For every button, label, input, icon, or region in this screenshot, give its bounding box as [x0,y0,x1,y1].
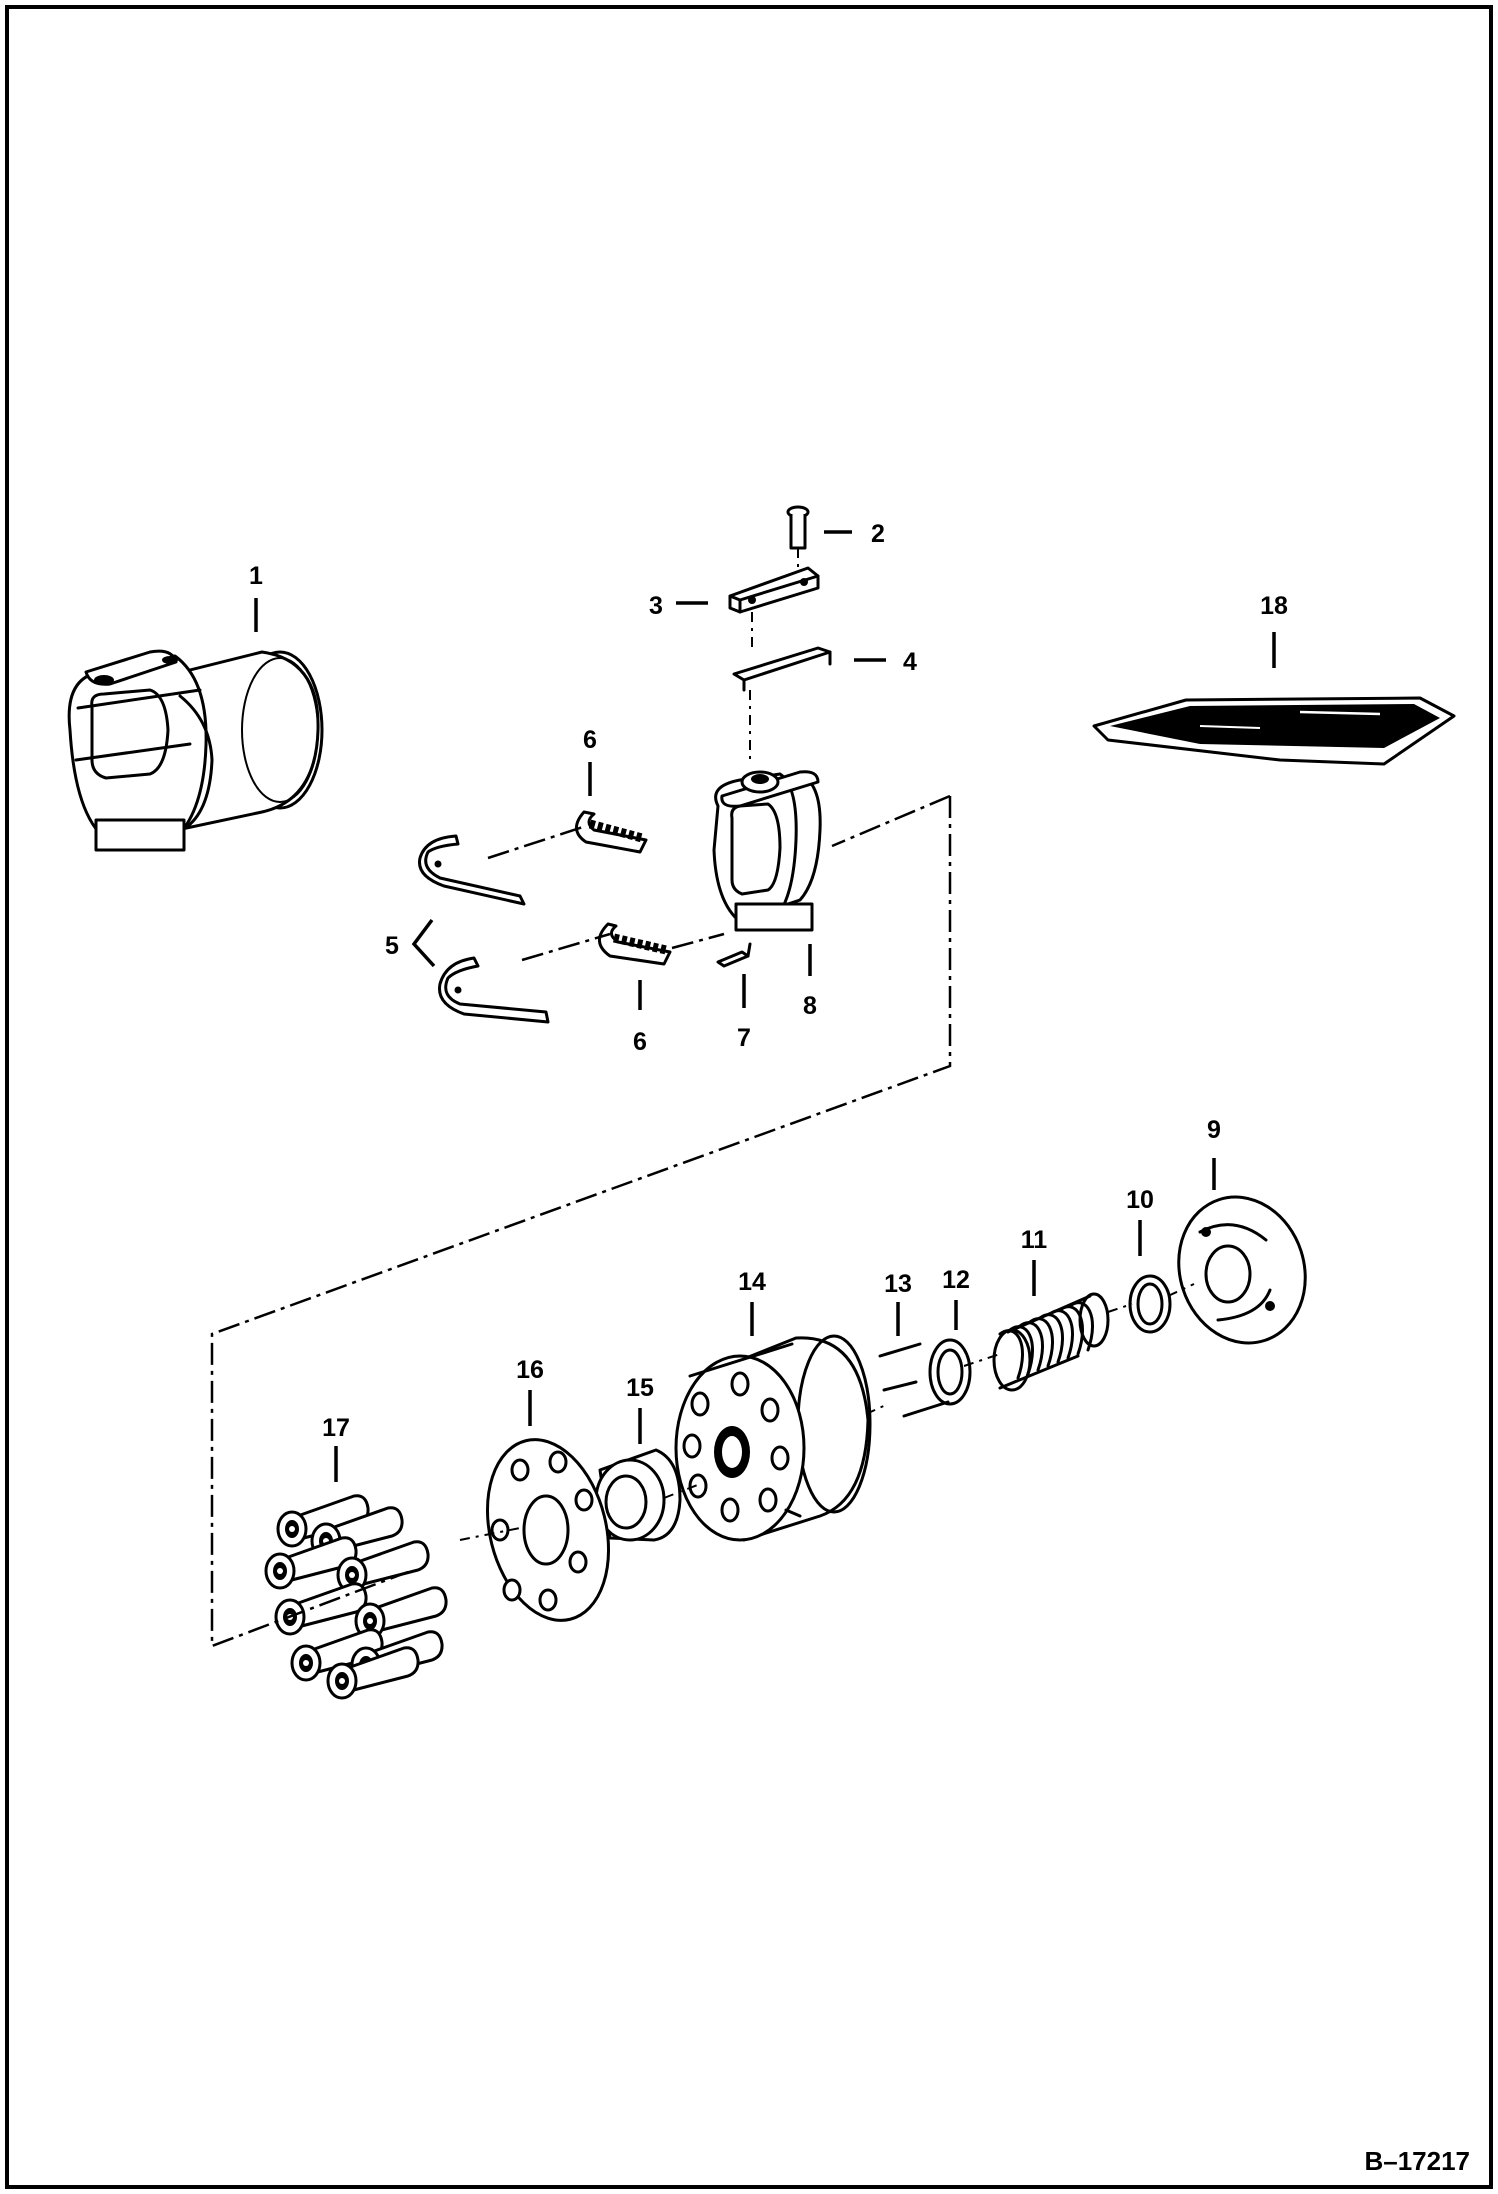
callout-11: 11 [1021,1226,1048,1254]
callout-15: 15 [626,1374,654,1402]
callout-13: 13 [884,1270,912,1298]
part-10-snap-ring [1128,1274,1172,1334]
part-7-key [716,942,752,968]
callout-8: 8 [803,992,817,1020]
part-11-spring [992,1292,1110,1392]
part-6-roller-cages [575,810,672,966]
callout-1: 1 [249,562,263,590]
part-17-pistons [264,1494,448,1700]
callout-18: 18 [1260,592,1288,620]
part-1-pump-assembly [67,649,324,852]
callout-3: 3 [649,592,663,620]
part-16-retainer-plate [485,1438,611,1622]
callout-7: 7 [737,1024,751,1052]
callout-9: 9 [1207,1116,1221,1144]
callout-16: 16 [516,1356,544,1384]
part-8-swashplate [712,770,822,932]
part-12-ring [928,1338,972,1406]
part-15-bushing [594,1448,682,1542]
part-5-bearing-halves [418,834,550,1024]
assembly-outline [210,794,1195,1648]
part-13-pins [878,1342,950,1418]
callout-4: 4 [903,648,917,676]
part-4-key [732,646,832,760]
callout-17: 17 [322,1414,350,1442]
drawing-border [5,5,1493,2189]
part-9-valve-plate [1177,1195,1307,1345]
drawing-reference: B–17217 [1364,2146,1470,2176]
callouts: 1 2 3 4 5 6 6 7 8 9 10 11 12 13 14 15 16… [249,520,1288,1442]
callout-2: 2 [871,520,885,548]
part-2-pin [786,505,810,574]
callout-12: 12 [942,1266,970,1294]
callout-6-lower: 6 [633,1028,647,1056]
part-3-plate [728,566,820,650]
part-14-cylinder-block [674,1334,872,1542]
callout-5: 5 [385,932,399,960]
callout-14: 14 [738,1268,766,1296]
callout-6-upper: 6 [583,726,597,754]
part-18-gasket [1092,696,1456,766]
callout-10: 10 [1126,1186,1154,1214]
leader-lines [254,530,1276,1482]
